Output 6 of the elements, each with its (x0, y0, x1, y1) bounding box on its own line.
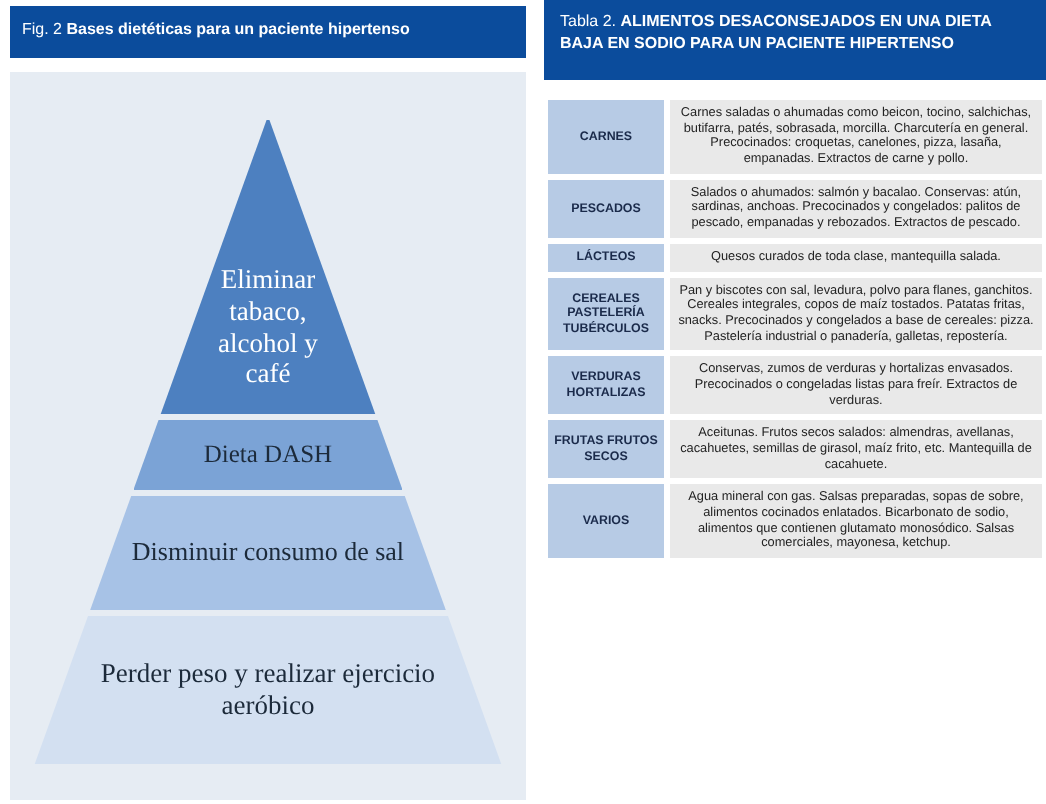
level-text: Disminuir consumo de sal (131, 538, 405, 568)
level-text: Dieta DASH (203, 440, 333, 470)
figure-title: Fig. 2 Bases dietéticas para un paciente hipertenso (10, 6, 526, 58)
level-text: Perder peso y realizar ejercicio aeróbico (98, 658, 438, 722)
table-title: Tabla 2. ALIMENTOS DESACONSEJADOS EN UNA DIETA BAJA EN SODIO PARA UN PACIENTE HIPERTENSO (544, 0, 1046, 80)
level-text: Eliminar tabaco, alcohol y café (216, 264, 320, 390)
